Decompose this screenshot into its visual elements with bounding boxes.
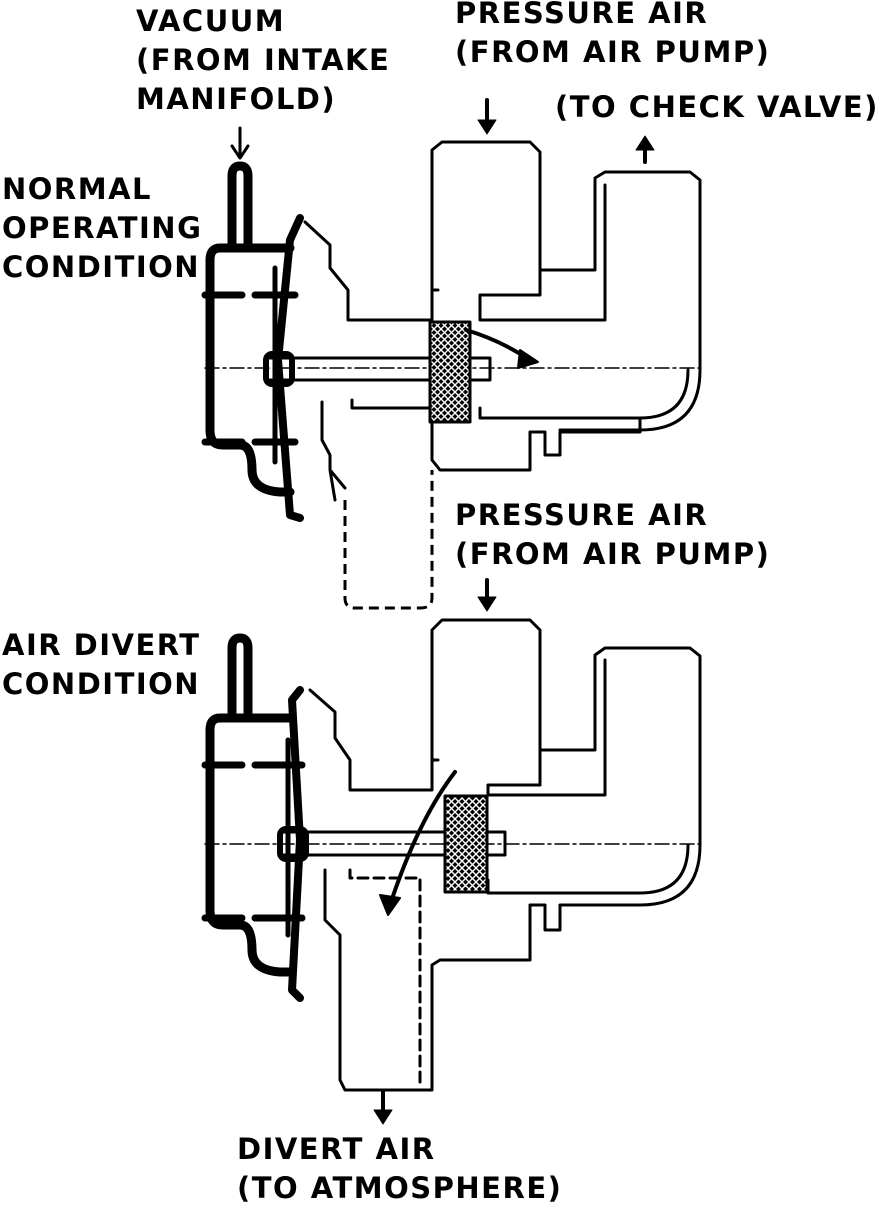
outlet-elbow-top [478, 368, 702, 432]
poppet-disc-top [428, 320, 472, 424]
valve-normal-operating [201, 98, 702, 522]
label-pressure-air-top: PRESSURE AIR (FROM AIR PUMP) [455, 0, 771, 69]
label-pressure-air-bottom: PRESSURE AIR (FROM AIR PUMP) [455, 498, 771, 571]
label-vacuum: VACUUM (FROM INTAKE MANIFOLD) [136, 4, 391, 116]
label-normal-operating-condition: NORMAL OPERATING CONDITION [2, 172, 203, 284]
diaphragm-housing-bottom [205, 713, 295, 977]
poppet-disc-bottom [443, 794, 489, 894]
connector-region [343, 470, 434, 610]
label-divert-air: DIVERT AIR (TO ATMOSPHERE) [237, 1132, 563, 1205]
inlet-chamber-bottom [430, 618, 702, 847]
label-air-divert-condition: AIR DIVERT CONDITION [2, 628, 201, 701]
vacuum-nipple-top [227, 161, 253, 253]
diaphragm-cover-bottom [288, 686, 304, 1002]
vacuum-arrow-icon [230, 126, 250, 160]
inlet-chamber-top [430, 140, 702, 372]
outlet-elbow-bottom [486, 843, 702, 907]
valve-air-divert [201, 578, 702, 1125]
label-to-check-valve: (TO CHECK VALVE) [555, 90, 879, 124]
diaphragm-cover-top [274, 214, 304, 522]
vacuum-nipple-bottom [227, 633, 253, 723]
